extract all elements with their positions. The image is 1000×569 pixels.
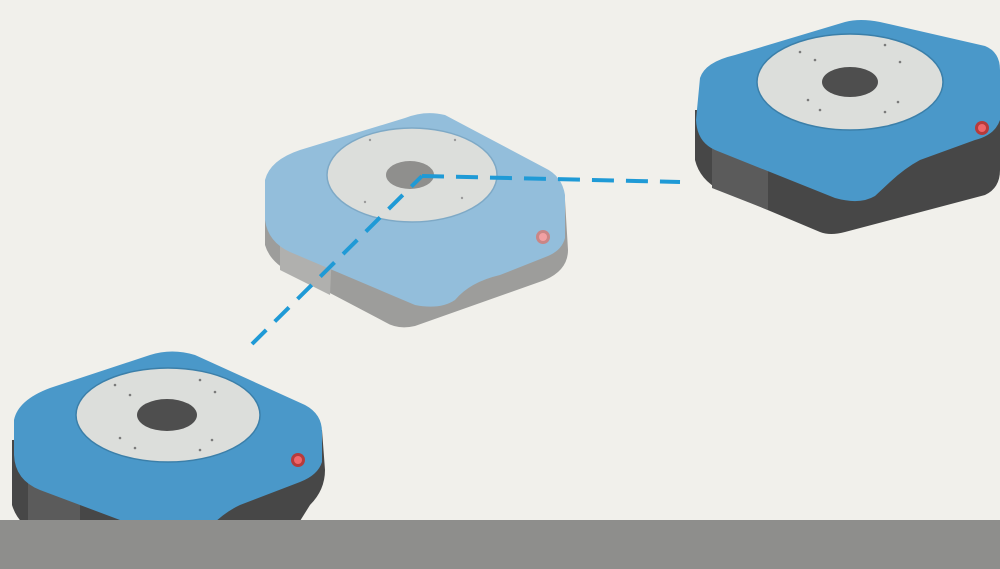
robot-right <box>695 20 1000 234</box>
navigation-path <box>250 174 681 346</box>
floor-strip <box>0 520 1000 569</box>
robot-middle-ghost <box>265 113 568 328</box>
